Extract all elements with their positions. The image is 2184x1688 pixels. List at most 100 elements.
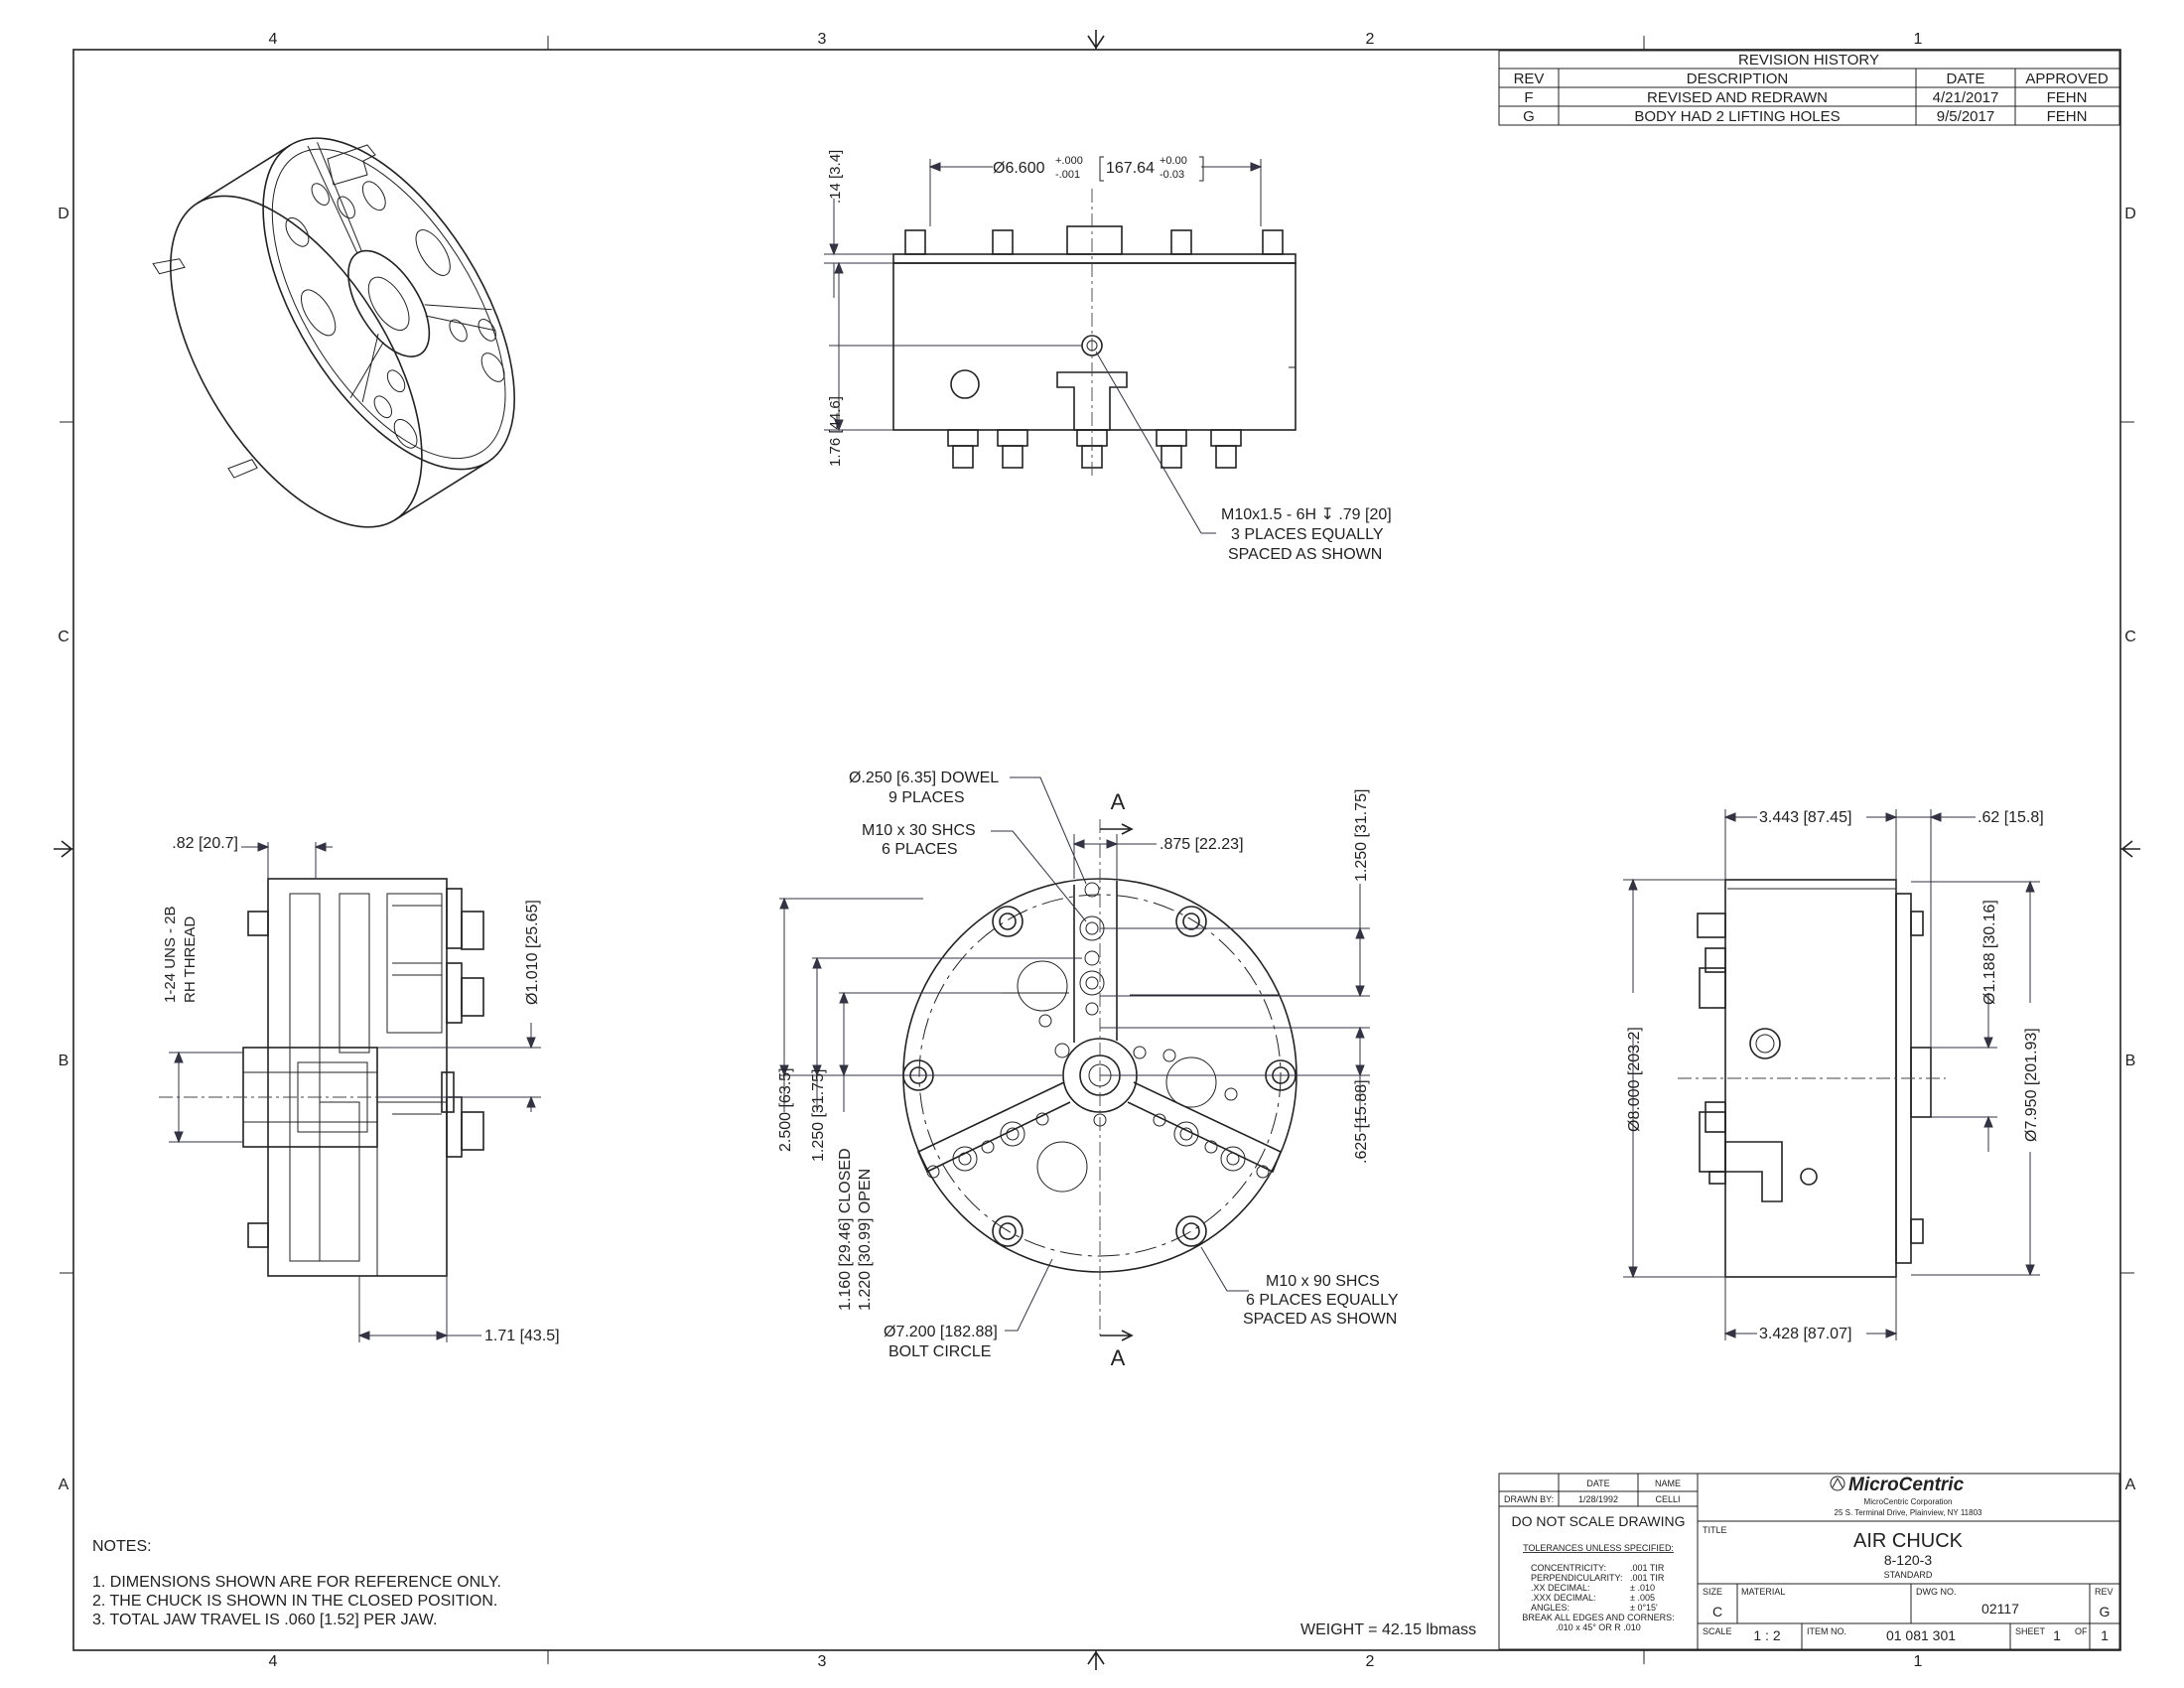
tb-tol-row-3-value: ± .010 — [1630, 1583, 1655, 1593]
tb-title-label: TITLE — [1703, 1525, 1727, 1535]
tb-size: C — [1712, 1604, 1722, 1619]
tb-dwg-no: 02117 — [1981, 1601, 2019, 1617]
side-d1188: Ø1.188 [30.16] — [1981, 900, 1998, 1005]
section-view: .82 [20.7] 1-24 UNS - 2B RH THREAD Ø1.01… — [159, 835, 560, 1344]
front-closed: 1.160 [29.46] CLOSED — [837, 1148, 854, 1311]
top-thread-note-1: M10x1.5 - 6H ↧ .79 [20] — [1221, 506, 1392, 523]
logo-mark-icon — [1830, 1476, 1845, 1491]
tb-drawn-name: CELLI — [1655, 1494, 1680, 1504]
tb-sheet: 1 — [2053, 1627, 2061, 1643]
top-height-small: .14 [3.4] — [827, 150, 844, 204]
front-d1250: 1.250 [31.75] — [1353, 789, 1370, 882]
tb-tol-title: TOLERANCES UNLESS SPECIFIED: — [1523, 1543, 1674, 1553]
front-shcs30-2: 6 PLACES — [882, 841, 957, 858]
tb-rev: G — [2100, 1604, 2111, 1619]
rev-row-g-rev: G — [1523, 108, 1535, 125]
top-metric: 167.64 — [1106, 160, 1155, 177]
tb-drawn-by: DRAWN BY: — [1504, 1494, 1554, 1504]
front-open: 1.220 [30.99] OPEN — [857, 1169, 874, 1311]
front-d1250b: 1.250 [31.75] — [810, 1069, 827, 1162]
rev-header-description: DESCRIPTION — [1687, 70, 1789, 87]
side-d3443: 3.443 [87.45] — [1759, 809, 1851, 826]
top-height-total: 1.76 [44.6] — [827, 396, 844, 467]
tb-sheet-label: SHEET — [2015, 1626, 2046, 1636]
section-mark-top: A — [1111, 789, 1126, 814]
tb-date-header: DATE — [1586, 1478, 1609, 1488]
notes: NOTES: 1. DIMENSIONS SHOWN ARE FOR REFER… — [92, 1538, 501, 1628]
zone-right-D: D — [2124, 206, 2136, 222]
top-dia-main: Ø6.600 — [993, 160, 1045, 177]
tb-tol-row-2-label: PERPENDICULARITY: — [1531, 1573, 1623, 1583]
rev-header-date: DATE — [1947, 70, 1985, 87]
tb-break-value: .010 x 45° OR R .010 — [1556, 1622, 1641, 1632]
revision-table: REVISION HISTORY REV DESCRIPTION DATE AP… — [1498, 50, 2120, 126]
rev-row-g-description: BODY HAD 2 LIFTING HOLES — [1634, 108, 1840, 125]
zone-labels: 4 3 2 1 4 3 2 1 D C B A D C B A — [58, 31, 2136, 1670]
zone-top-1: 1 — [1914, 31, 1923, 48]
section-offset: .82 [20.7] — [172, 835, 238, 852]
tb-corp: MicroCentric Corporation — [1864, 1497, 1953, 1506]
top-thread-note-3: SPACED AS SHOWN — [1228, 546, 1382, 563]
rev-row-f-approved: FEHN — [2047, 89, 2088, 106]
title-block: DATE NAME DRAWN BY: 1/28/1992 CELLI DO N… — [1498, 1473, 2120, 1650]
tb-company: MicroCentric — [1848, 1475, 1965, 1495]
front-view: A A Ø.250 [6.35] — [777, 770, 1399, 1370]
tb-name-header: NAME — [1655, 1478, 1681, 1488]
tb-item-label: ITEM NO. — [1807, 1626, 1846, 1636]
tb-drawn-date: 1/28/1992 — [1578, 1494, 1618, 1504]
rev-row-f-date: 4/21/2017 — [1933, 89, 1999, 106]
side-d8000: Ø8.000 [203.2] — [1626, 1027, 1643, 1132]
front-shcs90-2: 6 PLACES EQUALLY — [1246, 1292, 1399, 1309]
front-d2500: 2.500 [63.5] — [777, 1067, 794, 1152]
top-tol-minus: -.001 — [1055, 169, 1080, 181]
zone-left-A: A — [59, 1477, 69, 1493]
zone-bottom-1: 1 — [1914, 1653, 1923, 1670]
rev-row-g-date: 9/5/2017 — [1937, 108, 1994, 125]
side-d62: .62 [15.8] — [1978, 809, 2044, 826]
rev-header-approved: APPROVED — [2025, 70, 2109, 87]
section-thread-2: RH THREAD — [182, 916, 199, 1003]
tb-tol-row-5-label: ANGLES: — [1531, 1603, 1570, 1613]
front-bolt-circle-1: Ø7.200 [182.88] — [884, 1324, 998, 1340]
zone-bottom-4: 4 — [269, 1653, 278, 1670]
zone-bottom-2: 2 — [1366, 1653, 1375, 1670]
rev-row-g-approved: FEHN — [2047, 108, 2088, 125]
rev-row-f-description: REVISED AND REDRAWN — [1647, 89, 1828, 106]
side-d7950: Ø7.950 [201.93] — [2023, 1028, 2040, 1142]
zone-left-B: B — [59, 1053, 69, 1069]
tb-break-edges: BREAK ALL EDGES AND CORNERS: — [1522, 1613, 1674, 1622]
tb-tol-row-1-value: .001 TIR — [1630, 1563, 1665, 1573]
front-shcs90-1: M10 x 90 SHCS — [1266, 1273, 1380, 1290]
section-thread-1: 1-24 UNS - 2B — [162, 906, 179, 1003]
tb-scale-label: SCALE — [1703, 1626, 1732, 1636]
top-metric-bracket — [1099, 156, 1204, 182]
section-depth: 1.71 [43.5] — [484, 1328, 560, 1344]
tb-do-not-scale: DO NOT SCALE DRAWING — [1511, 1513, 1685, 1529]
front-shcs90-3: SPACED AS SHOWN — [1243, 1311, 1397, 1328]
section-mark-bottom: A — [1111, 1345, 1126, 1370]
zone-top-2: 2 — [1366, 31, 1375, 48]
notes-title: NOTES: — [92, 1538, 152, 1555]
tb-tol-row-3-label: .XX DECIMAL: — [1531, 1583, 1590, 1593]
zone-bottom-3: 3 — [818, 1653, 827, 1670]
revision-title: REVISION HISTORY — [1738, 52, 1879, 69]
front-shcs30-1: M10 x 30 SHCS — [862, 822, 976, 839]
rev-header-rev: REV — [1514, 70, 1545, 87]
zone-left-D: D — [58, 206, 69, 222]
tb-tol-row-4-label: .XXX DECIMAL: — [1531, 1593, 1596, 1603]
zone-right-A: A — [2125, 1477, 2136, 1493]
top-view: Ø6.600 +.000 -.001 167.64 +0.00 -0.03 .1… — [824, 150, 1392, 563]
front-dowel-2: 9 PLACES — [888, 789, 964, 806]
tb-address: 25 S. Terminal Drive, Plainview, NY 1180… — [1835, 1508, 1983, 1517]
tb-standard: STANDARD — [1884, 1570, 1933, 1580]
tb-tol-row-4-value: ± .005 — [1630, 1593, 1655, 1603]
front-jaw-width: .875 [22.23] — [1160, 836, 1244, 853]
tb-title: AIR CHUCK — [1853, 1530, 1964, 1552]
tb-item-no: 01 081 301 — [1886, 1627, 1956, 1643]
isometric-view — [152, 137, 515, 528]
zone-top-3: 3 — [818, 31, 827, 48]
top-metric-plus: +0.00 — [1160, 155, 1187, 167]
tb-size-label: SIZE — [1703, 1587, 1722, 1597]
company-logo: MicroCentric — [1830, 1475, 1965, 1495]
